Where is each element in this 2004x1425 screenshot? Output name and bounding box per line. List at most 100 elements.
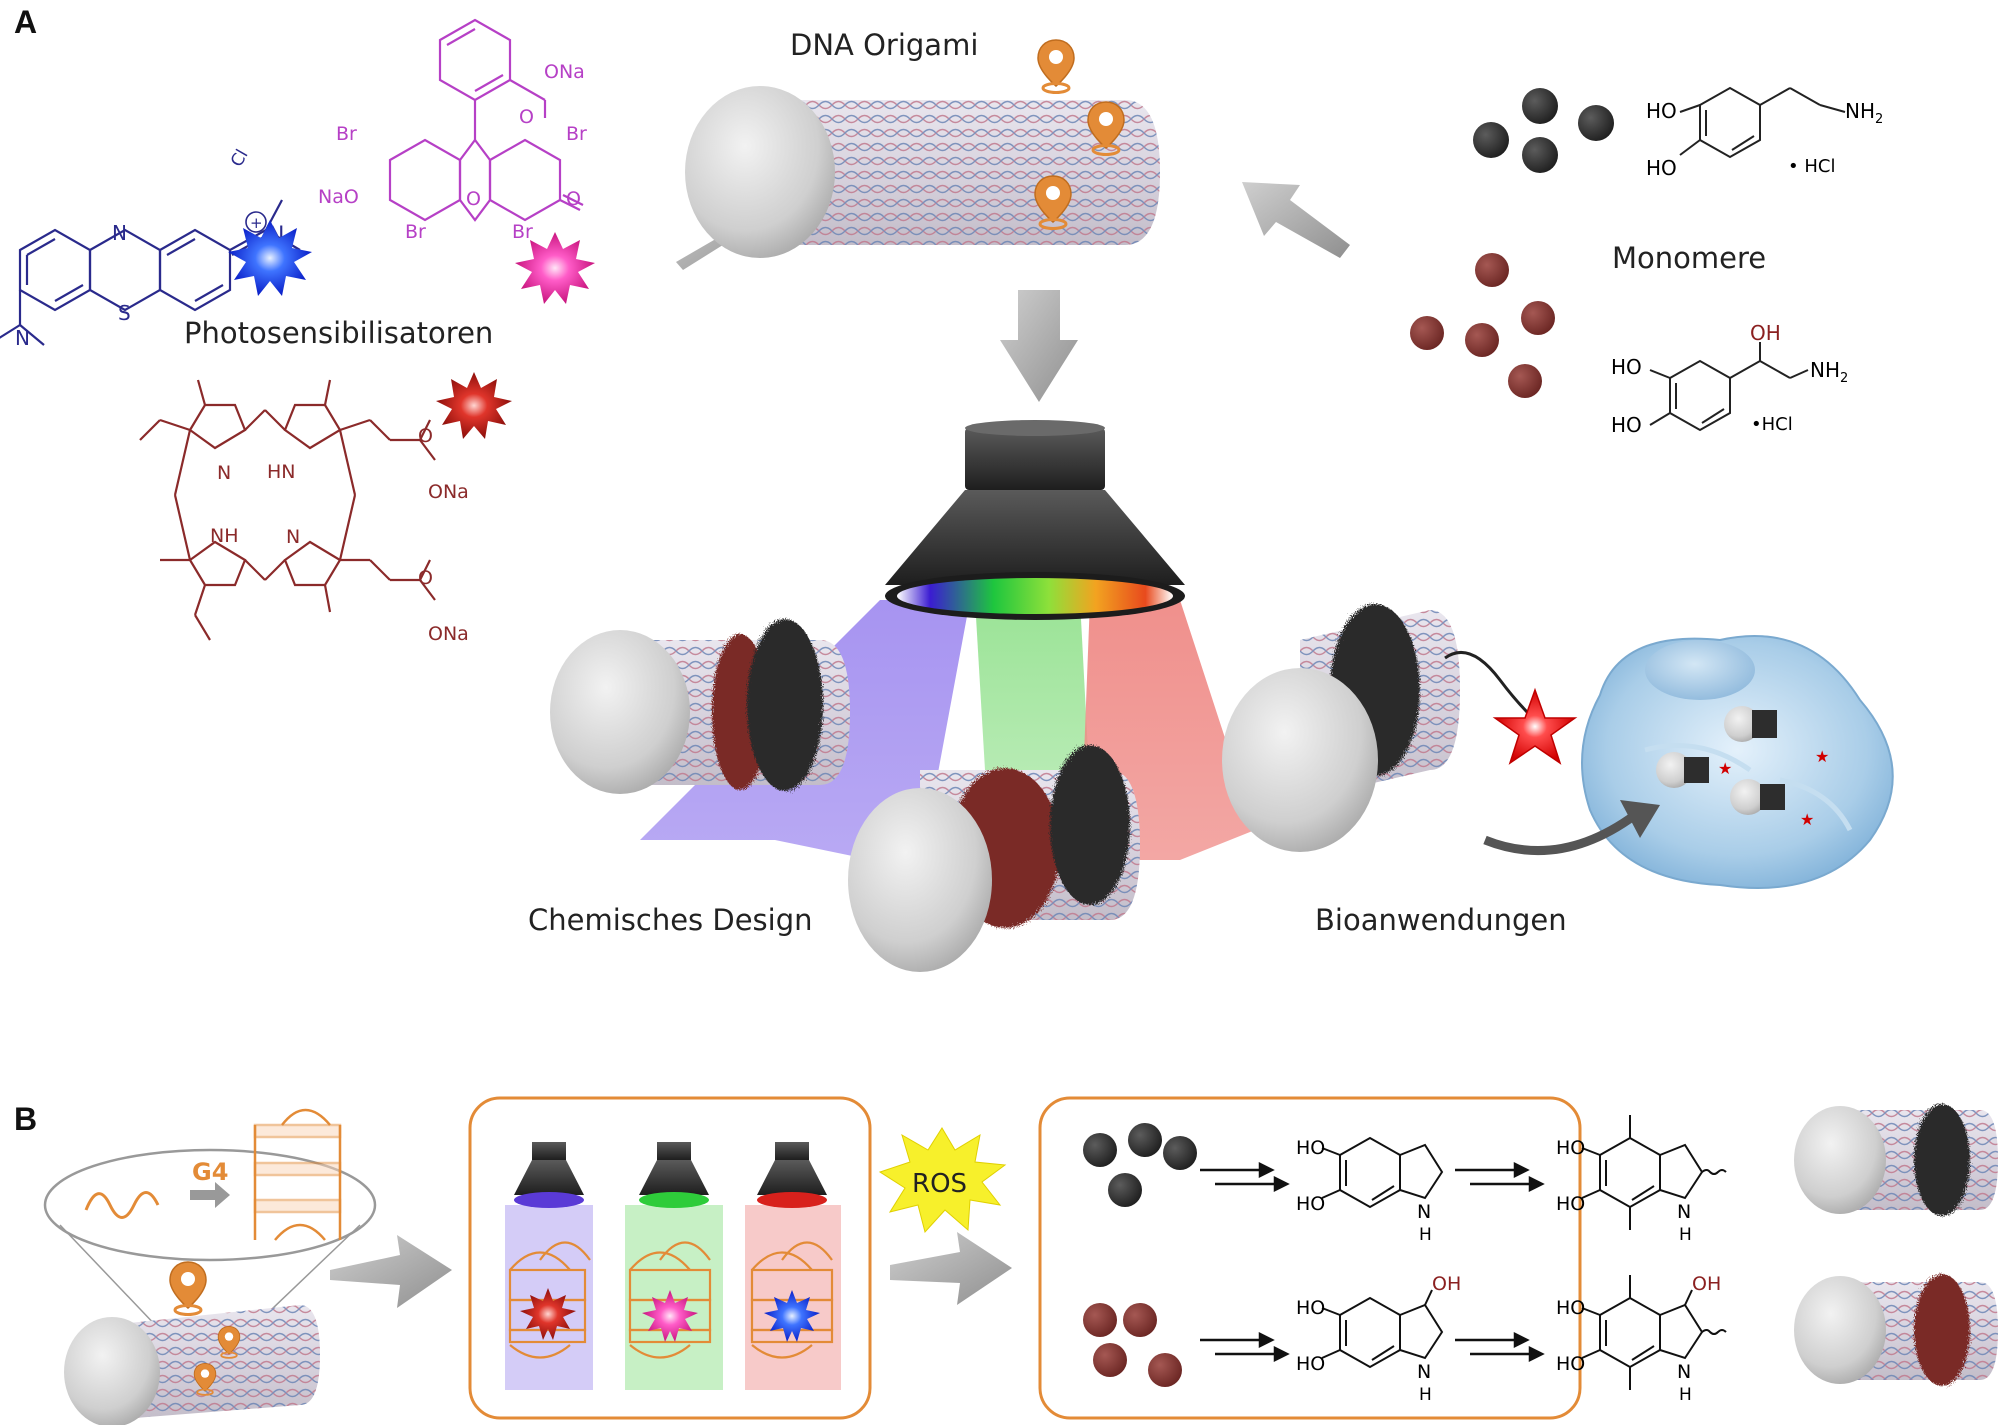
lamp-icon <box>514 1142 584 1208</box>
arrow-icon <box>190 1182 230 1208</box>
chem-label: NH2 <box>1810 358 1848 386</box>
dna-origami-coated-dopamine <box>1794 1104 1998 1216</box>
svg-text:★: ★ <box>1718 759 1732 778</box>
charge-plus-icon <box>245 211 267 233</box>
chem-label: •HCl <box>1751 414 1793 435</box>
star-burst-icon <box>436 372 512 439</box>
chem-label: OH <box>1432 1273 1461 1295</box>
chem-label: OH <box>1750 321 1781 345</box>
chem-label: H <box>1419 1225 1432 1245</box>
chem-label: HO <box>1556 1353 1585 1375</box>
ros-burst-icon <box>878 1127 1007 1234</box>
panel-label-b: B <box>14 1101 37 1137</box>
chem-label: N <box>1417 1201 1431 1223</box>
chem-label: H <box>1419 1385 1432 1405</box>
location-pin-icon <box>1036 38 1076 94</box>
linker-icon <box>1444 650 1532 717</box>
chem-label: HO <box>1556 1297 1585 1319</box>
chem-label: HO <box>1296 1137 1325 1159</box>
chem-label: HO <box>1646 99 1677 123</box>
polyindole-structure <box>1581 1115 1727 1230</box>
star-burst-icon <box>228 220 312 296</box>
chem-label: HO <box>1296 1193 1325 1215</box>
bioapplications-label: Bioanwendungen <box>1315 903 1567 937</box>
star-burst-icon <box>764 1290 820 1342</box>
chem-label: HO <box>1296 1353 1325 1375</box>
dopamine-structure <box>1679 86 1846 159</box>
lamp-icon <box>639 1142 709 1208</box>
chem-label: O <box>418 567 433 589</box>
svg-text:★: ★ <box>1800 810 1814 829</box>
chem-label: ONa <box>428 481 469 503</box>
chem-label: HO <box>1296 1297 1325 1319</box>
polyindole-structure <box>1581 1275 1727 1390</box>
chem-label: Br <box>405 221 426 243</box>
location-pin-icon <box>193 1362 217 1396</box>
chem-label: HO <box>1646 156 1677 180</box>
dopamine-dots <box>1473 88 1614 173</box>
chem-label: O <box>566 188 581 210</box>
dna-origami-cylinder <box>685 86 1160 258</box>
location-pin-icon <box>217 1325 241 1359</box>
photosensitizers-label: Photosensibilisatoren <box>184 316 493 350</box>
chem-label: Br <box>336 123 357 145</box>
ros-label: ROS <box>912 1169 967 1199</box>
chem-label: NaO <box>318 186 359 208</box>
dna-origami-coated-norepinephrine <box>1794 1274 1998 1386</box>
chem-label: N <box>112 221 127 245</box>
svg-text:★: ★ <box>1815 747 1829 766</box>
monomers-label: Monomere <box>1612 241 1766 275</box>
chem-label: O <box>466 188 481 210</box>
chemical-design-label: Chemisches Design <box>528 903 813 937</box>
chem-label: • HCl <box>1788 156 1835 177</box>
chem-label: HO <box>1611 413 1642 437</box>
arrow-icon <box>1000 290 1078 402</box>
star-burst-icon <box>1492 687 1578 765</box>
polymerization-box <box>1038 1096 1582 1420</box>
lamp-icon <box>757 1142 827 1208</box>
norepinephrine-structure <box>1649 342 1809 432</box>
lamp-icon <box>885 420 1185 620</box>
chem-label: Br <box>512 221 533 243</box>
dopamine-dots <box>1083 1123 1197 1207</box>
g4-oval <box>43 1148 377 1331</box>
chem-label: N <box>1677 1201 1691 1223</box>
cell-icon: ★ ★ ★ <box>1581 635 1894 889</box>
g-quadruplex-icon <box>253 1108 342 1241</box>
chem-label: N <box>1417 1361 1431 1383</box>
indole-structure <box>1321 1289 1444 1369</box>
chem-label: OH <box>1692 1273 1721 1295</box>
chem-label: NH2 <box>1845 99 1883 127</box>
arrow-icon <box>1483 811 1638 856</box>
panel-label-a: A <box>14 4 37 40</box>
chem-label: HO <box>1611 355 1642 379</box>
chem-label: ONa <box>544 61 585 83</box>
wave-icon <box>84 1191 160 1219</box>
chem-label: O <box>519 106 534 128</box>
g-quadruplex-icon <box>628 1241 712 1359</box>
arrow-icon <box>330 1235 452 1308</box>
chem-label: H <box>1679 1385 1692 1405</box>
chem-label: Br <box>566 123 587 145</box>
indole-structure <box>1321 1136 1444 1209</box>
chem-label: S <box>118 301 131 325</box>
eosin-structure <box>388 18 584 222</box>
dna-origami-coated-center <box>848 745 1140 972</box>
chem-label: HO <box>1556 1137 1585 1159</box>
chem-label: HN <box>267 461 296 483</box>
chem-label: Cl <box>227 146 253 170</box>
chem-label: + <box>250 214 263 232</box>
dna-origami-b <box>64 1305 320 1425</box>
dna-origami-label: DNA Origami <box>790 28 978 62</box>
chem-label: HO <box>1556 1193 1585 1215</box>
norepinephrine-dots <box>1410 253 1555 398</box>
chem-label: N <box>15 326 30 350</box>
arrow-icon <box>1620 800 1660 838</box>
equilibrium-arrow-icon <box>1200 1161 1545 1363</box>
norepinephrine-dots <box>1083 1303 1182 1387</box>
location-pin-icon <box>168 1260 208 1316</box>
chem-label: O <box>418 425 433 447</box>
arrow-icon <box>1242 182 1350 258</box>
arrow-icon <box>890 1232 1012 1305</box>
